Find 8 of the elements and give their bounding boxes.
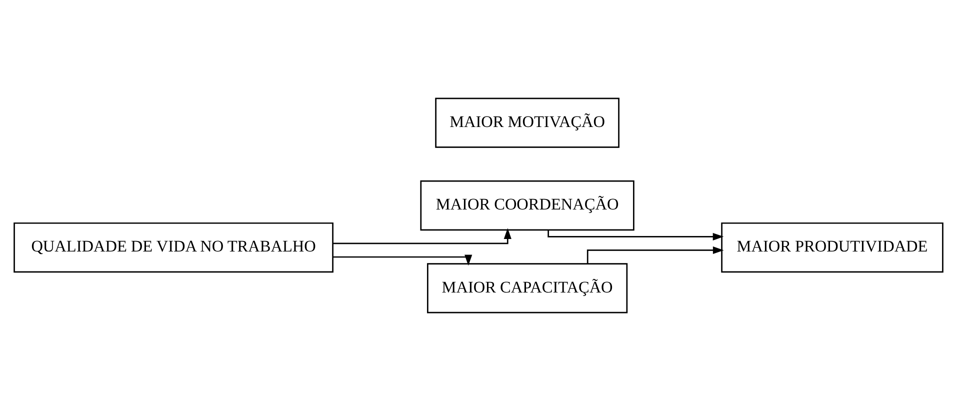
node-box: QUALIDADE DE VIDA NO TRABALHO <box>14 222 334 272</box>
arrow <box>548 230 724 240</box>
arrow <box>333 228 512 244</box>
arrow <box>333 254 472 266</box>
node-box: MAIOR PRODUTIVIDADE <box>721 222 944 272</box>
node-box: MAIOR COORDENAÇÃO <box>420 180 634 230</box>
node-box: MAIOR CAPACITAÇÃO <box>427 262 628 313</box>
node-box: MAIOR MOTIVAÇÃO <box>435 97 620 148</box>
